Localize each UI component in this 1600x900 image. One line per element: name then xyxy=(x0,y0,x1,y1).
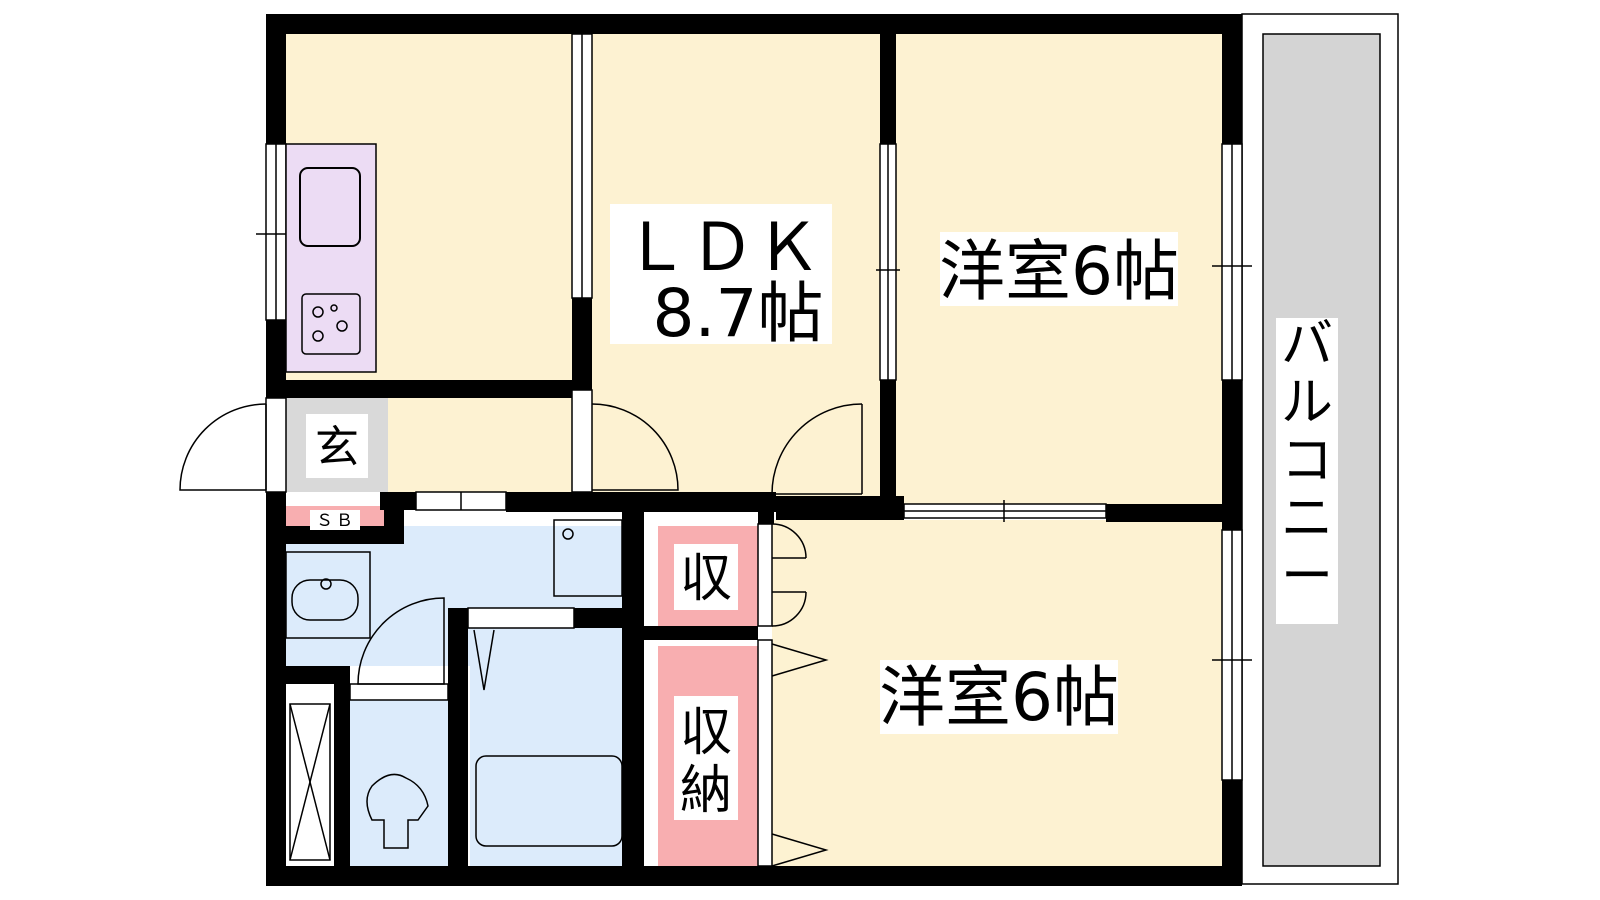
bathtub-icon xyxy=(475,755,623,847)
door-swing-icon xyxy=(179,403,863,867)
hall-floor xyxy=(388,398,582,502)
balcony-label-char: コ xyxy=(1281,431,1333,491)
utility-closet-cross xyxy=(289,703,331,861)
balcony-label-char: ー xyxy=(1281,547,1333,607)
toilet-room-floor xyxy=(350,700,454,866)
ldk-size-label: 8.7帖 xyxy=(653,275,824,352)
shoe-box-label: ＳＢ xyxy=(316,511,356,531)
balcony-label-bg xyxy=(1276,318,1338,624)
storage-small-label-bg xyxy=(674,544,738,610)
balcony xyxy=(1241,13,1399,885)
western-lower-label-bg xyxy=(880,660,1118,734)
storage-large-label-line2: 納 xyxy=(680,761,732,821)
western-upper-label-bg xyxy=(940,232,1178,306)
sink-icon xyxy=(299,167,361,247)
entrance-label: 玄 xyxy=(315,422,359,473)
balcony-label-char: ニ xyxy=(1281,489,1333,549)
balcony-label-char: バ xyxy=(1281,315,1333,375)
shoe-box-label-bg xyxy=(310,510,360,530)
balcony-label-char: ル xyxy=(1281,373,1333,433)
ldk-label-bg xyxy=(610,204,832,344)
western-room-lower-label: 洋室6帖 xyxy=(879,659,1119,736)
kitchen-counter xyxy=(285,143,377,373)
washbasin-icon xyxy=(285,551,371,639)
washing-machine-pan-icon xyxy=(553,519,623,597)
storage-large-label-line1: 収 xyxy=(680,703,732,763)
bathroom-floor xyxy=(470,640,640,866)
windows xyxy=(256,33,1252,867)
ldk-label: ＬＤＫ xyxy=(623,209,821,286)
western-room-upper-label: 洋室6帖 xyxy=(939,233,1179,310)
stove-icon xyxy=(301,293,361,355)
storage-large-label-bg xyxy=(674,696,738,820)
toilet-icon xyxy=(366,773,429,849)
entrance-label-bg xyxy=(306,414,368,478)
storage-small-label: 収 xyxy=(680,549,732,609)
